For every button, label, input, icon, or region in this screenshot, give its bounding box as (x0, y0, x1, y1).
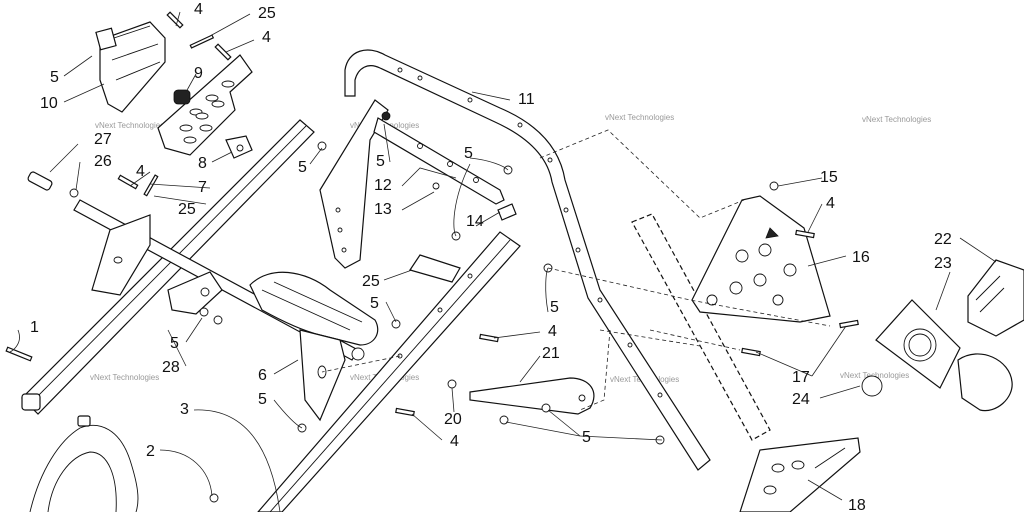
mounting-plate-part (157, 54, 253, 156)
callout-16: 16 (852, 249, 870, 266)
callout-5: 5 (298, 159, 307, 176)
fasteners (5, 11, 859, 503)
front-rail-part (21, 119, 315, 415)
watermark: vNext Technologies (862, 115, 931, 124)
callout-24: 24 (792, 391, 810, 408)
callout-5: 5 (582, 429, 591, 446)
callout-13: 13 (374, 201, 392, 218)
callout-5: 5 (550, 299, 559, 316)
callout-4: 4 (450, 433, 459, 450)
callout-25: 25 (178, 201, 196, 218)
callout-7: 7 (198, 179, 207, 196)
callout-5: 5 (50, 69, 59, 86)
gusset-part (91, 214, 223, 315)
callout-5: 5 (376, 153, 385, 170)
side-panel-part (319, 99, 389, 269)
callout-4: 4 (548, 323, 557, 340)
watermark: vNext Technologies (90, 373, 159, 382)
parts-drawing (5, 11, 1024, 512)
strap-bracket-part (409, 254, 461, 283)
callout-6: 6 (258, 367, 267, 384)
callout-1: 1 (30, 319, 39, 336)
roll-hoop-part (344, 49, 711, 471)
callout-8: 8 (198, 155, 207, 172)
callout-11: 11 (518, 91, 535, 108)
callout-21: 21 (542, 345, 560, 362)
callout-5: 5 (170, 335, 179, 352)
callout-9: 9 (194, 65, 203, 82)
callout-4: 4 (194, 1, 203, 18)
callout-28: 28 (162, 359, 180, 376)
callout-23: 23 (934, 255, 952, 272)
callout-10: 10 (40, 95, 58, 112)
leader-lines (9, 11, 997, 512)
wheel-fragment (29, 415, 139, 512)
callout-5: 5 (464, 145, 473, 162)
watermark: vNext Technologies (95, 121, 164, 130)
watermark: vNext Technologies (840, 371, 909, 380)
watermark: vNext Technologies (605, 113, 674, 122)
electronic-module-part (95, 21, 166, 113)
curved-bracket-part (469, 377, 595, 415)
callout-17: 17 (792, 369, 810, 386)
callout-3: 3 (180, 401, 189, 418)
main-tube-part (257, 231, 521, 512)
callout-4: 4 (136, 163, 145, 180)
bracket-part (373, 111, 505, 205)
callout-5: 5 (258, 391, 267, 408)
plate-part (691, 195, 831, 323)
callout-4: 4 (826, 195, 835, 212)
callout-15: 15 (820, 169, 838, 186)
callout-14: 14 (466, 213, 484, 230)
callout-4: 4 (262, 29, 271, 46)
cover-part (249, 271, 379, 422)
gauge-housing-part (861, 259, 1024, 412)
callout-5: 5 (370, 295, 379, 312)
callout-25: 25 (362, 273, 380, 290)
callout-20: 20 (444, 411, 462, 428)
callout-12: 12 (374, 177, 392, 194)
lower-plate-part (739, 437, 861, 512)
relay-part (173, 89, 253, 159)
callout-26: 26 (94, 153, 112, 170)
clip-part (497, 203, 517, 221)
rear-rail-part (631, 213, 771, 441)
callout-22: 22 (934, 231, 952, 248)
callout-labels: 1 2 3 4 25 4 5 10 9 8 7 25 4 27 26 5 5 2… (30, 1, 952, 512)
callout-2: 2 (146, 443, 155, 460)
callout-18: 18 (848, 497, 866, 512)
callout-27: 27 (94, 131, 112, 148)
callout-25: 25 (258, 5, 276, 22)
